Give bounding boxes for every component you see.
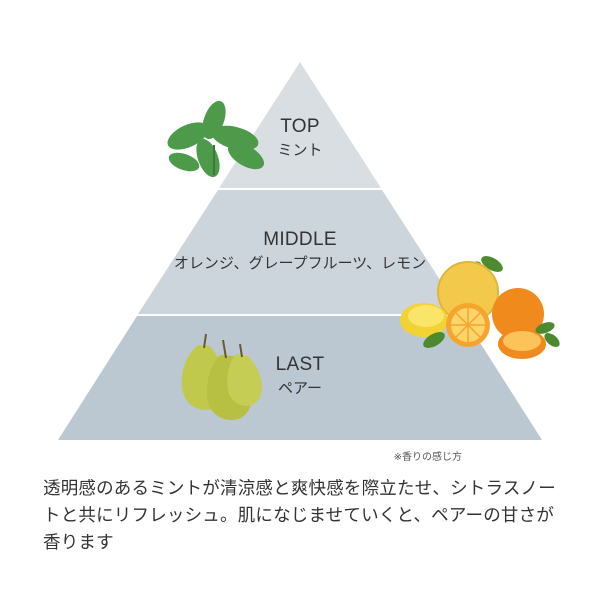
tier-top-label: TOP ミント bbox=[0, 116, 600, 159]
tier-last-title: LAST bbox=[275, 354, 325, 375]
scent-description: 透明感のあるミントが清涼感と爽快感を際立たせ、シトラスノートと共にリフレッシュ。… bbox=[43, 479, 556, 553]
mint-leaves-icon bbox=[167, 100, 265, 178]
tier-middle-label: MIDDLE オレンジ、グレープフルーツ、レモン bbox=[0, 229, 600, 272]
citrus-fruits-icon bbox=[400, 256, 560, 359]
tier-last-label: LAST ペアー bbox=[0, 354, 600, 397]
pears-icon bbox=[181, 333, 262, 420]
tier-top-subtitle: ミント bbox=[277, 140, 323, 159]
pyramid-tier-middle bbox=[138, 190, 462, 314]
pyramid-tier-last bbox=[58, 316, 542, 440]
tier-middle-title: MIDDLE bbox=[263, 229, 337, 250]
tier-middle-subtitle: オレンジ、グレープフルーツ、レモン bbox=[173, 253, 427, 272]
fragrance-pyramid bbox=[58, 62, 560, 440]
tier-top-title: TOP bbox=[280, 116, 320, 137]
scent-note: ※香りの感じ方 bbox=[393, 452, 462, 463]
tier-last-subtitle: ペアー bbox=[277, 378, 323, 397]
